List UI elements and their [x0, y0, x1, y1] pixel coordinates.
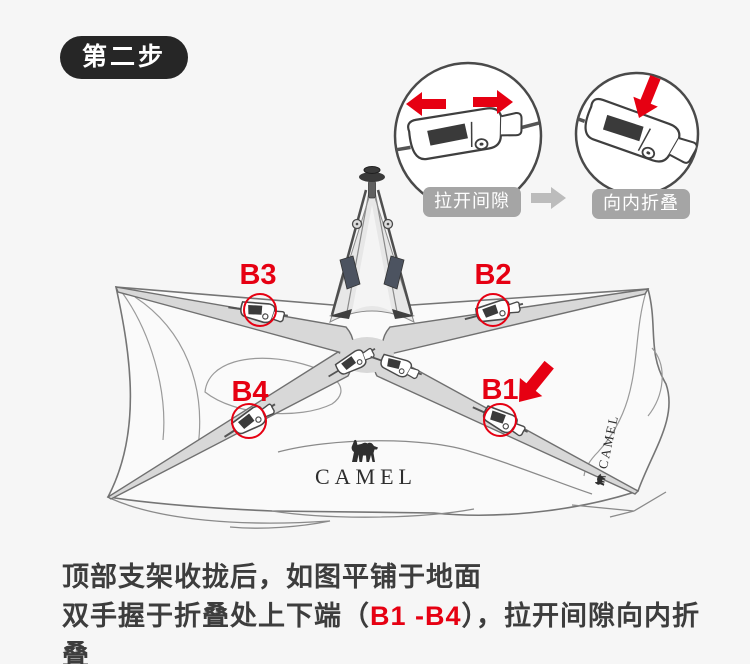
instruction-line-1: 顶部支架收拢后，如图平铺于地面	[62, 562, 482, 592]
camel-icon-small	[594, 473, 606, 486]
joint-label-b1: B1	[481, 374, 519, 406]
joint-label-b3: B3	[239, 259, 277, 291]
brand-logo-center: CAMEL	[308, 437, 424, 488]
next-step-arrow-icon	[531, 187, 566, 209]
caption-pull-apart: 拉开间隙	[423, 187, 521, 217]
tent-top-hub	[329, 166, 415, 324]
brand-wordmark: CAMEL	[315, 464, 417, 489]
caption-fold-inward: 向内折叠	[592, 189, 690, 219]
joint-label-b4: B4	[231, 376, 269, 408]
tent-fabric	[106, 286, 670, 529]
instruction-line-2: 双手握于折叠处上下端（B1 -B4），拉开间隙向内折叠	[62, 601, 701, 664]
joint-label-b2: B2	[474, 259, 512, 291]
step-badge: 第二步	[60, 36, 189, 79]
joint-range-highlight: B1 -B4	[370, 601, 462, 631]
instruction-text: 顶部支架收拢后，如图平铺于地面 双手握于折叠处上下端（B1 -B4），拉开间隙向…	[62, 558, 722, 664]
callout-fold-inward	[574, 71, 700, 197]
brand-logo-side: CAMEL	[589, 410, 622, 488]
camel-icon	[351, 439, 378, 462]
joint-markers	[231, 293, 561, 439]
step-badge-label: 第二步	[82, 43, 167, 71]
